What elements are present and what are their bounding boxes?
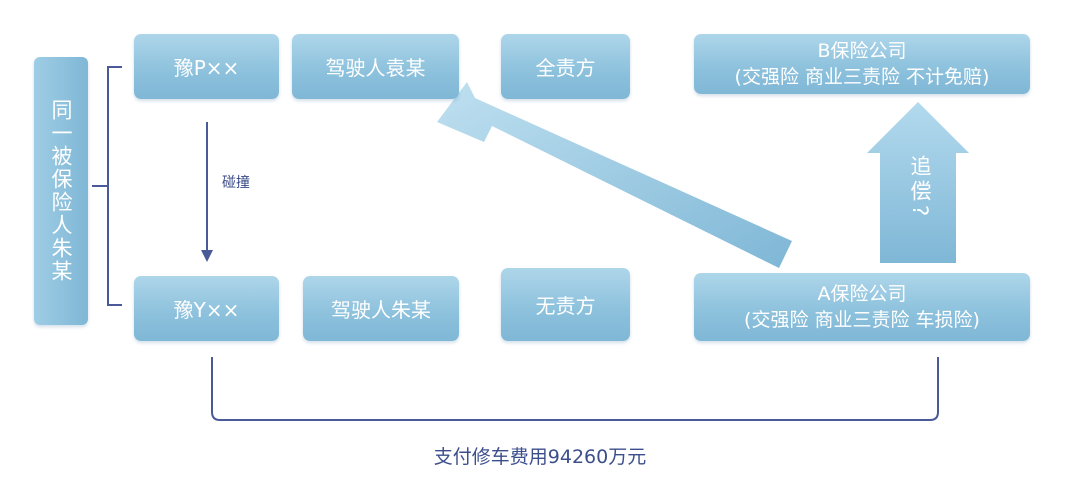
company-a-box: A保险公司 (交强险 商业三责险 车损险) <box>694 273 1030 341</box>
company-b-coverage: (交强险 商业三责险 不计免赔) <box>734 66 990 88</box>
company-b-box: B保险公司 (交强险 商业三责险 不计免赔) <box>694 34 1030 94</box>
full-fault-box: 全责方 <box>501 34 630 99</box>
recourse-up-label: 追偿? <box>908 155 932 221</box>
payment-bracket <box>211 357 939 421</box>
company-b-name: B保险公司 <box>817 40 907 62</box>
collision-label: 碰撞 <box>222 175 250 191</box>
driver-zhu-box: 驾驶人朱某 <box>303 276 459 341</box>
insured-person-label: 同一被保险人朱某 <box>34 57 88 325</box>
recourse-diagonal-arrow <box>437 82 792 268</box>
company-a-coverage: (交强险 商业三责险 车损险) <box>744 309 980 331</box>
no-fault-box: 无责方 <box>501 268 630 341</box>
payment-label: 支付修车费用94260万元 <box>433 446 647 468</box>
driver-yuan-box: 驾驶人袁某 <box>292 34 459 99</box>
collision-arrowhead <box>201 250 213 262</box>
recourse-up-arrow <box>867 102 969 263</box>
vehicle-p-box: 豫P×× <box>134 34 279 99</box>
vehicle-y-box: 豫Y×× <box>134 276 279 341</box>
insured-bracket <box>92 66 122 306</box>
company-a-name: A保险公司 <box>817 283 907 305</box>
